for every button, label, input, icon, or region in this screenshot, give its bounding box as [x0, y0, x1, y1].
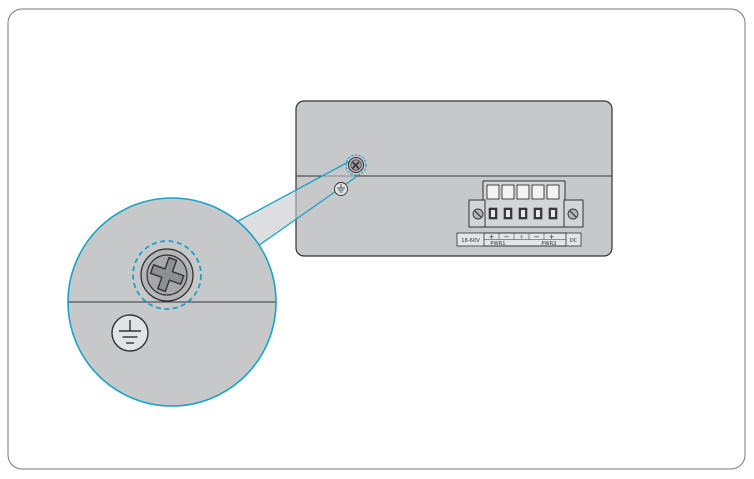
- grounding-screw-icon: [345, 154, 367, 176]
- terminal-screw-icon: [472, 208, 484, 220]
- grounding-screw-icon: [132, 240, 202, 310]
- polarity-label: −: [534, 233, 540, 241]
- polarity-label: +: [489, 233, 495, 241]
- power-group-label: PWR1: [490, 241, 505, 247]
- terminal-label-strip: 18-60V + − ⏚ − + PWR1 PWR2 DC: [456, 232, 582, 247]
- magnified-callout: [67, 197, 277, 407]
- ground-symbol-icon: [334, 182, 348, 196]
- polarity-label: +: [549, 233, 555, 241]
- polarity-label: ⏚: [519, 234, 524, 241]
- polarity-label: −: [504, 233, 510, 241]
- current-type-label: DC: [570, 238, 578, 244]
- terminal-housings: [486, 184, 560, 200]
- power-group-label: PWR2: [541, 241, 556, 247]
- terminal-clamps: [488, 207, 558, 220]
- terminal-block: [468, 180, 584, 228]
- ground-symbol-icon: [111, 314, 149, 352]
- terminal-screw-icon: [567, 208, 579, 220]
- voltage-range-label: 18-60V: [461, 238, 480, 244]
